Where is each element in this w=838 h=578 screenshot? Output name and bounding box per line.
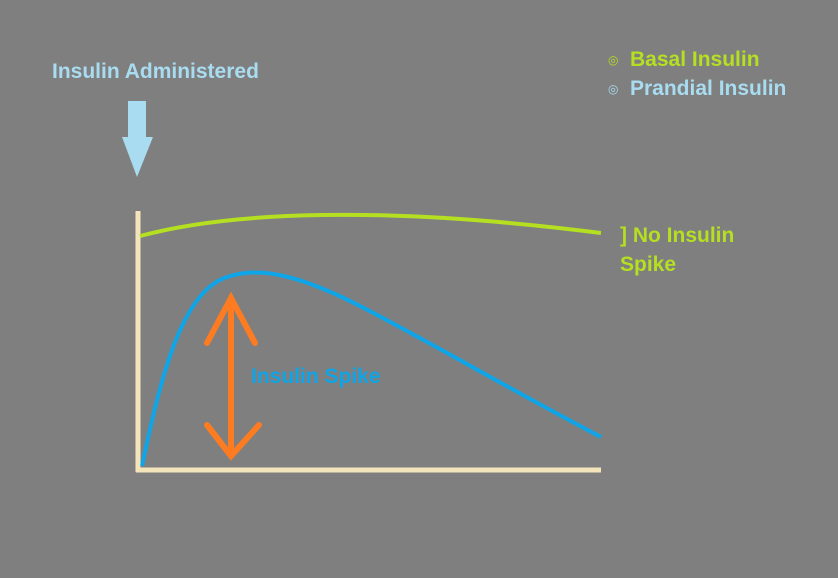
insulin-administered-label: Insulin Administered [52,60,259,83]
prandial-marker-icon: ◎ [608,81,619,96]
insulin-spike-label: Insulin Spike [251,365,381,388]
administered-arrow-icon [122,101,153,177]
legend-item-basal: ◎ Basal Insulin [608,45,786,74]
legend: ◎ Basal Insulin ◎ Prandial Insulin [608,45,786,103]
legend-label-prandial: Prandial Insulin [630,76,787,100]
spike-double-arrow-icon [204,291,262,461]
axes [135,211,601,473]
basal-marker-icon: ◎ [608,52,619,67]
no-insulin-spike-label: ] No Insulin Spike [620,224,735,276]
legend-label-basal: Basal Insulin [630,47,760,71]
prandial-insulin-curve [140,270,602,467]
legend-item-prandial: ◎ Prandial Insulin [608,74,786,103]
basal-insulin-curve [139,212,602,238]
